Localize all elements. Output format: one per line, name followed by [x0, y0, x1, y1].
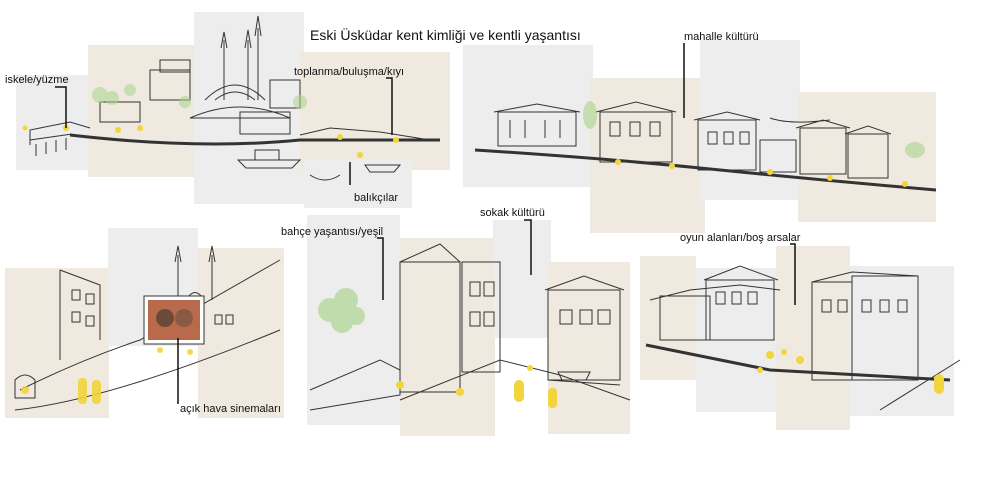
label-mahalle: mahalle kültürü	[684, 31, 759, 43]
label-sokak: sokak kültürü	[480, 207, 545, 219]
neighborhood-people	[615, 159, 908, 187]
leader-lines	[55, 43, 796, 404]
neighborhood-trees	[583, 101, 925, 158]
label-oyun: oyun alanları/boş arsalar	[680, 232, 801, 244]
label-sinema: açık hava sinemaları	[180, 403, 281, 415]
cinema-people	[21, 347, 193, 404]
playground-people	[757, 349, 944, 394]
waterfront-sketch	[29, 15, 440, 181]
street-sketch	[309, 243, 631, 411]
cinema-screen	[143, 295, 205, 345]
label-bahce: bahçe yaşantısı/yeşil	[281, 226, 384, 238]
label-iskele: iskele/yüzme	[5, 74, 69, 86]
waterfront-trees	[92, 84, 307, 109]
label-toplanma: toplanma/buluşma/kıyı	[294, 66, 405, 78]
page-title: Eski Üsküdar kent kimliği ve kentli yaşa…	[310, 27, 581, 43]
garden-tree	[318, 288, 365, 333]
street-people	[396, 365, 557, 408]
neighborhood-sketch	[474, 101, 937, 192]
playground-sketch	[645, 265, 961, 411]
waterfront-people	[22, 125, 399, 158]
label-balikcilar: balıkçılar	[354, 192, 399, 204]
cinema-sketch	[14, 245, 281, 411]
